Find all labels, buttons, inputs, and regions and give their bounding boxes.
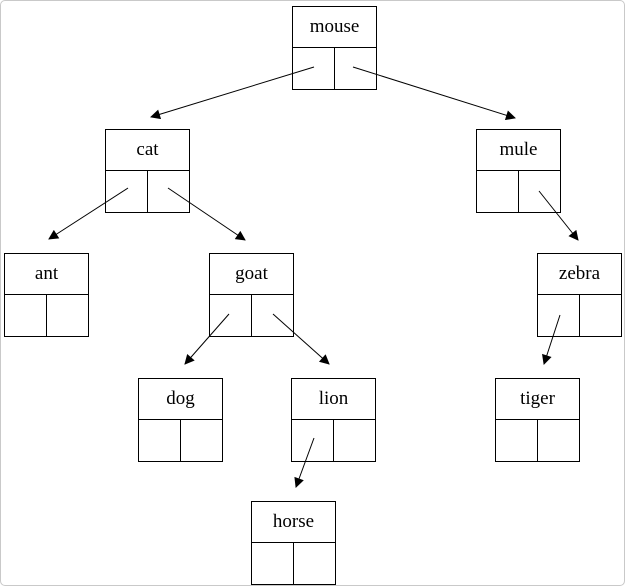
node-label: horse: [252, 502, 335, 543]
node-pointer-cells: [538, 295, 621, 336]
tree-node-mule: mule: [476, 129, 561, 213]
tree-node-cat: cat: [105, 129, 190, 213]
node-pointer-cells: [210, 295, 293, 336]
node-pointer-cells: [139, 420, 222, 461]
node-left-pointer-cell: [210, 295, 251, 336]
node-right-pointer-cell: [251, 295, 293, 336]
node-right-pointer-cell: [537, 420, 579, 461]
node-label: goat: [210, 254, 293, 295]
node-left-pointer-cell: [496, 420, 537, 461]
node-right-pointer-cell: [180, 420, 222, 461]
node-right-pointer-cell: [333, 420, 375, 461]
node-pointer-cells: [292, 420, 375, 461]
tree-node-goat: goat: [209, 253, 294, 337]
node-left-pointer-cell: [293, 48, 334, 89]
node-right-pointer-cell: [147, 171, 189, 212]
node-left-pointer-cell: [5, 295, 46, 336]
node-right-pointer-cell: [334, 48, 376, 89]
node-left-pointer-cell: [106, 171, 147, 212]
node-pointer-cells: [5, 295, 88, 336]
node-left-pointer-cell: [252, 543, 293, 584]
node-right-pointer-cell: [293, 543, 335, 584]
tree-node-horse: horse: [251, 501, 336, 585]
node-pointer-cells: [106, 171, 189, 212]
node-pointer-cells: [477, 171, 560, 212]
node-label: dog: [139, 379, 222, 420]
node-left-pointer-cell: [292, 420, 333, 461]
node-pointer-cells: [252, 543, 335, 584]
tree-node-mouse: mouse: [292, 6, 377, 90]
tree-node-ant: ant: [4, 253, 89, 337]
tree-node-dog: dog: [138, 378, 223, 462]
node-right-pointer-cell: [579, 295, 621, 336]
node-label: zebra: [538, 254, 621, 295]
node-pointer-cells: [293, 48, 376, 89]
node-label: mouse: [293, 7, 376, 48]
node-right-pointer-cell: [46, 295, 88, 336]
node-label: ant: [5, 254, 88, 295]
node-left-pointer-cell: [139, 420, 180, 461]
node-label: lion: [292, 379, 375, 420]
tree-node-tiger: tiger: [495, 378, 580, 462]
node-label: tiger: [496, 379, 579, 420]
node-right-pointer-cell: [518, 171, 560, 212]
tree-node-lion: lion: [291, 378, 376, 462]
node-left-pointer-cell: [538, 295, 579, 336]
node-left-pointer-cell: [477, 171, 518, 212]
node-label: cat: [106, 130, 189, 171]
node-pointer-cells: [496, 420, 579, 461]
node-label: mule: [477, 130, 560, 171]
tree-node-zebra: zebra: [537, 253, 622, 337]
